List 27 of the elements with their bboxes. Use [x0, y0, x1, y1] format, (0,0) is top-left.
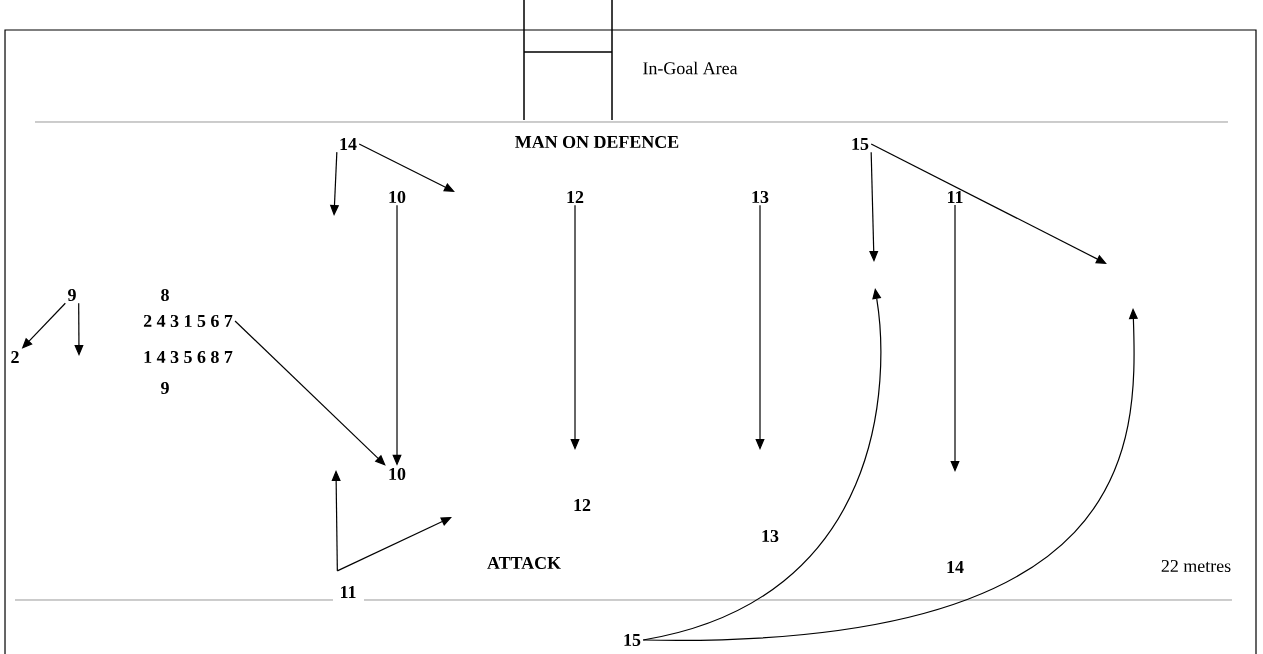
player-number: 9 [161, 381, 169, 394]
player-number: 10 [389, 190, 406, 204]
player-number: 1 4 3 5 6 8 7 [144, 350, 233, 364]
player-number: 15 [624, 634, 641, 646]
player-number: 14 [340, 138, 357, 150]
heading-text: MAN ON DEFENCE [515, 135, 679, 148]
player-number: 12 [574, 499, 591, 511]
heading-text: ATTACK [487, 556, 561, 569]
player-number: 9 [68, 288, 76, 301]
label-text: 22 metres [1161, 559, 1231, 572]
player-number: 14 [947, 561, 964, 573]
player-number: 12 [567, 191, 584, 203]
label-text: In-Goal Area [643, 61, 738, 75]
player-number: 13 [752, 190, 769, 203]
arrow [870, 143, 1107, 264]
player-number: 11 [340, 586, 356, 598]
player-number: 2 [11, 351, 19, 363]
player-number: 13 [762, 529, 779, 542]
player-number: 10 [389, 467, 406, 481]
arrow [234, 320, 386, 466]
arrow [331, 470, 341, 572]
player-number: 2 4 3 1 5 6 7 [143, 314, 233, 327]
arrow [358, 143, 455, 192]
player-number: 15 [852, 138, 869, 150]
arrow [336, 517, 452, 572]
player-number: 8 [161, 288, 169, 302]
player-number: 11 [947, 191, 963, 203]
